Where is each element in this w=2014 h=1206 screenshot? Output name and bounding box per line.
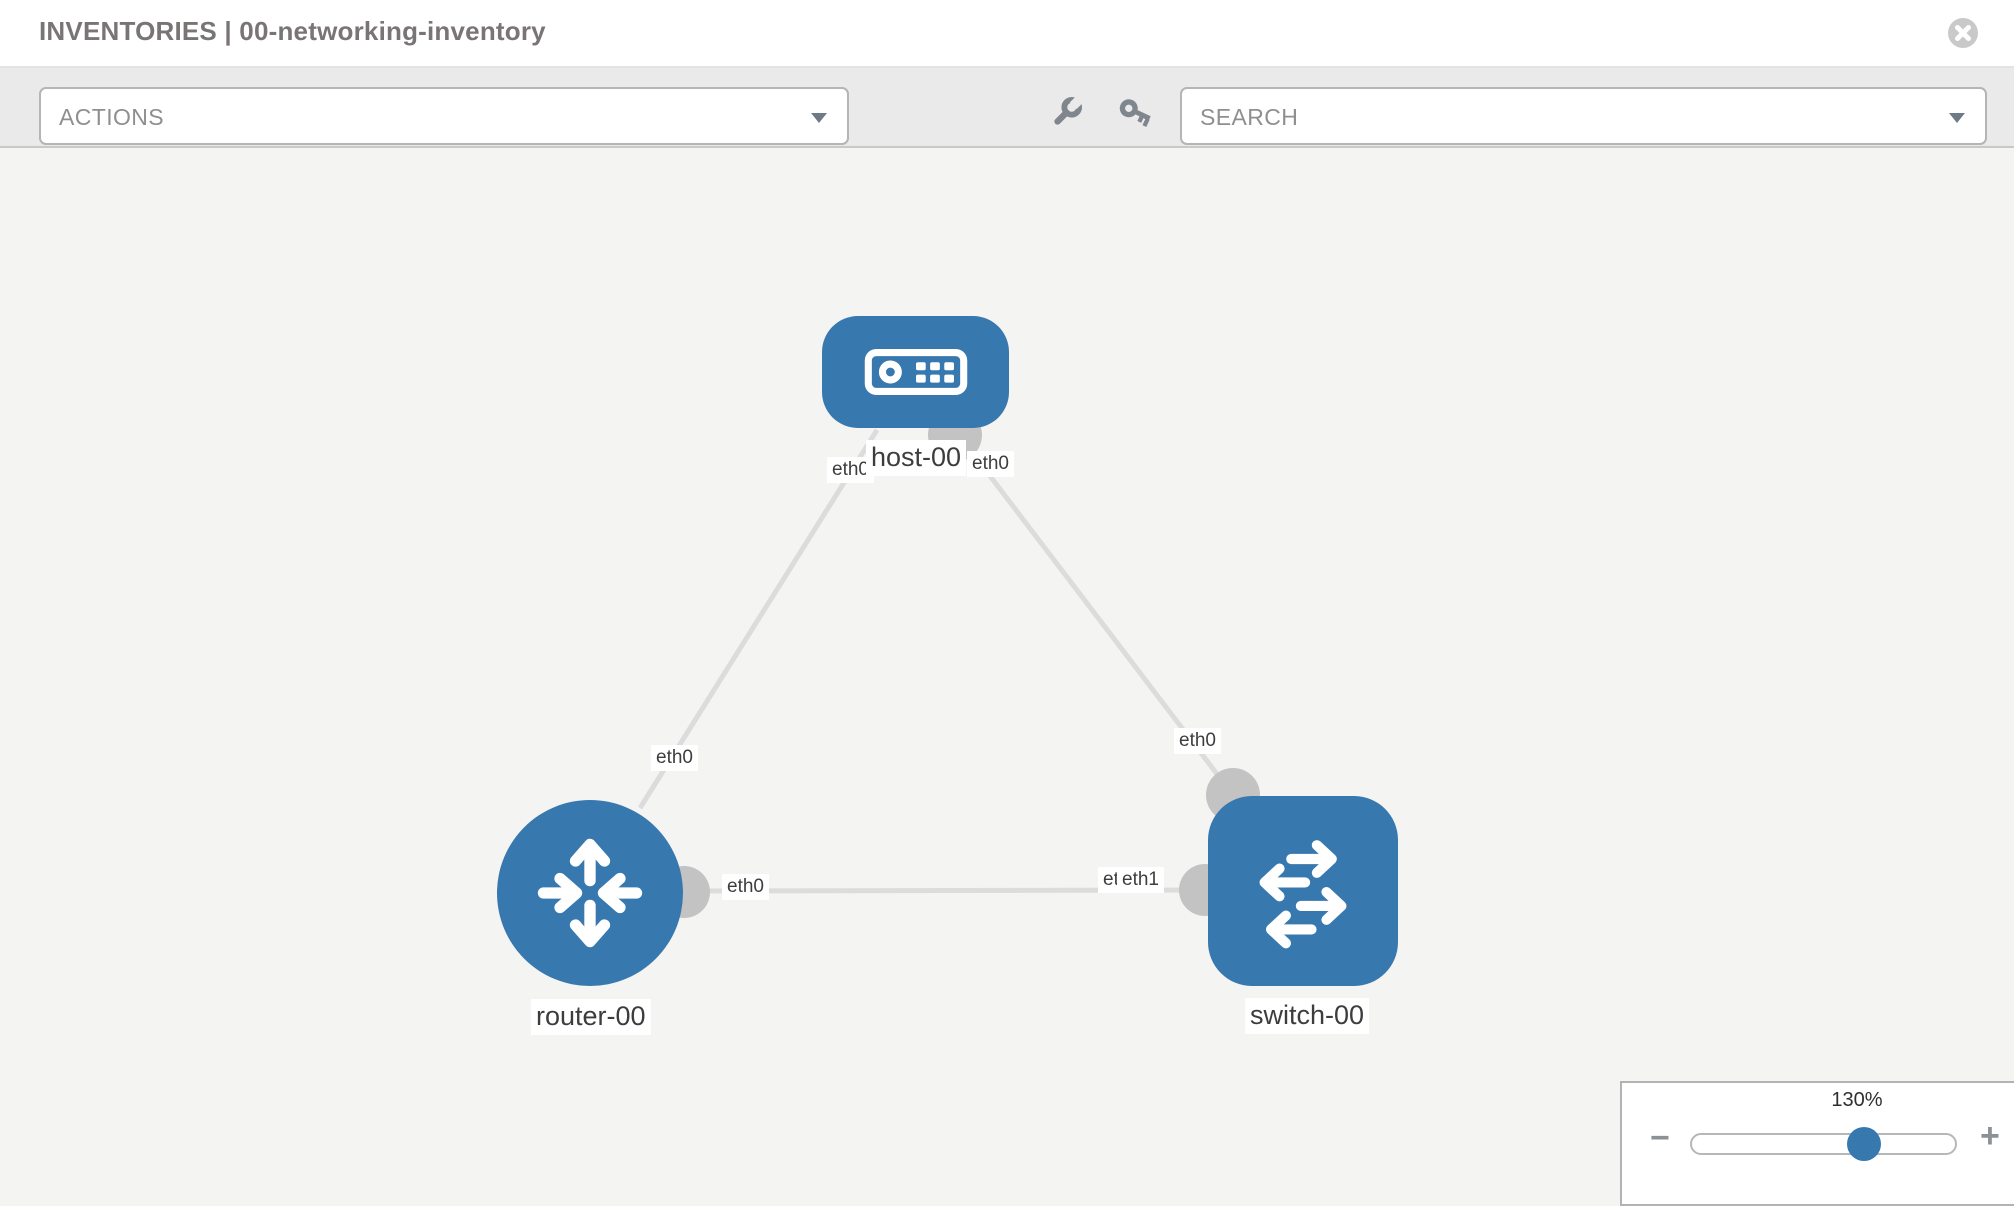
close-circle-icon — [1948, 18, 1978, 48]
actions-dropdown[interactable]: ACTIONS — [39, 87, 849, 145]
zoom-slider-handle[interactable] — [1847, 1127, 1881, 1161]
topology-canvas[interactable]: eth0 eth0 eth0 eth0 eth1 eth1 eth0 host-… — [0, 148, 2014, 1200]
interface-label-router-eth0-right: eth0 — [722, 874, 769, 900]
node-router-00[interactable] — [497, 800, 683, 986]
node-label-host-00: host-00 — [866, 440, 967, 476]
key-button[interactable] — [1117, 95, 1155, 133]
interface-label-switch-eth0: eth0 — [1174, 728, 1221, 754]
zoom-level-value: 130% — [1831, 1089, 1883, 1111]
search-placeholder: SEARCH — [1200, 104, 1299, 130]
node-switch-00[interactable] — [1208, 796, 1398, 986]
zoom-slider[interactable] — [1690, 1127, 1957, 1161]
interface-label-router-eth0-upper: eth0 — [651, 745, 698, 771]
host-server-icon — [864, 349, 967, 395]
toolbar: ACTIONS SEARCH — [0, 68, 2014, 148]
node-host-00[interactable] — [822, 316, 1009, 428]
caret-down-icon — [811, 113, 827, 123]
page-title: INVENTORIES | 00-networking-inventory — [39, 16, 546, 46]
zoom-control-panel: 130% − + — [1620, 1081, 2014, 1206]
search-dropdown[interactable]: SEARCH — [1180, 87, 1987, 145]
interface-label-host-eth0-right: eth0 — [967, 451, 1014, 477]
switch-icon — [1259, 840, 1347, 949]
zoom-in-button[interactable]: + — [1980, 1117, 2000, 1155]
close-button[interactable] — [1947, 17, 1979, 49]
header-bar: INVENTORIES | 00-networking-inventory — [0, 0, 2014, 68]
interface-label-switch-eth1: eth1 — [1117, 867, 1164, 893]
tools-button[interactable] — [1046, 95, 1084, 133]
node-label-router-00: router-00 — [531, 999, 651, 1035]
wrench-icon — [1054, 96, 1083, 125]
node-label-switch-00: switch-00 — [1245, 998, 1370, 1034]
actions-dropdown-label: ACTIONS — [59, 104, 165, 130]
zoom-out-button[interactable]: − — [1650, 1119, 1670, 1157]
topology-edges — [637, 408, 1260, 918]
router-icon — [537, 838, 643, 948]
key-icon — [1119, 99, 1151, 127]
caret-down-icon — [1949, 113, 1965, 123]
